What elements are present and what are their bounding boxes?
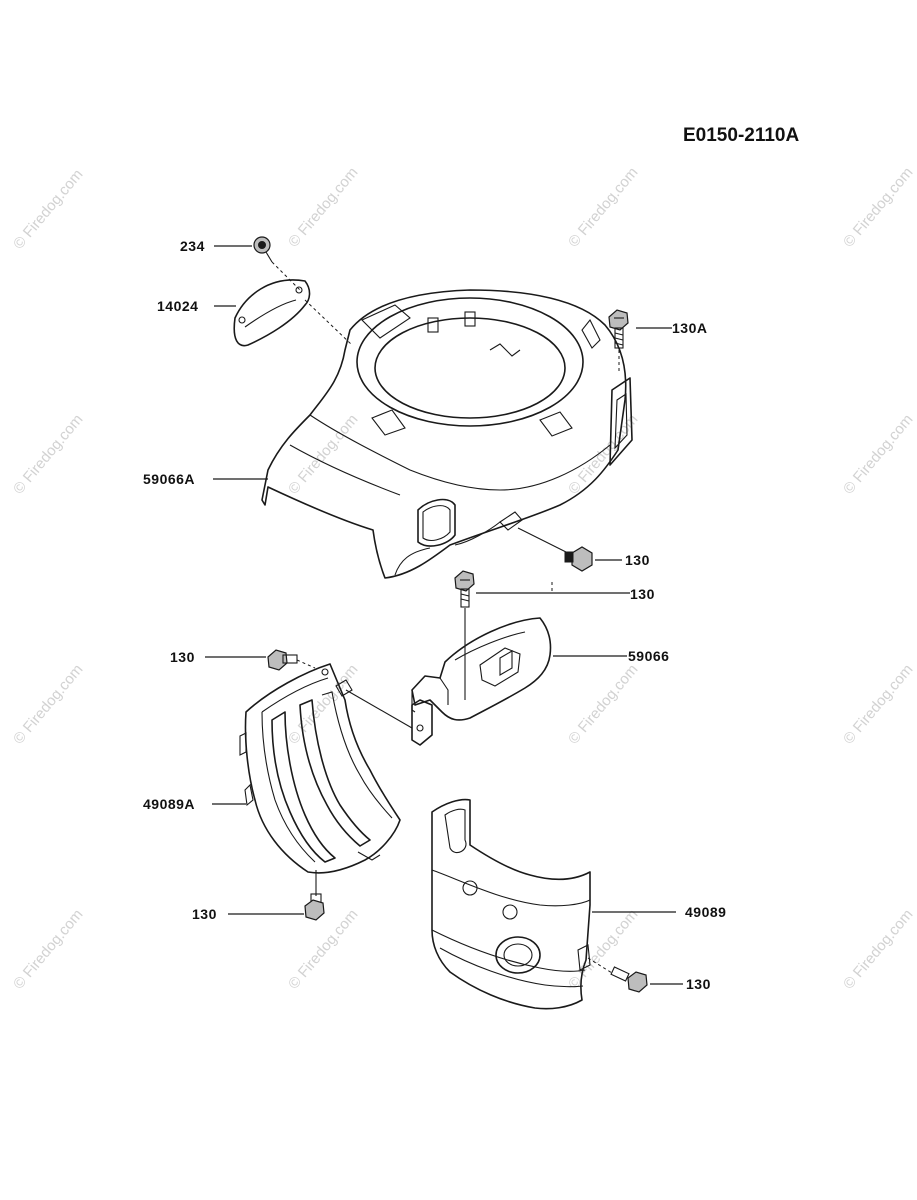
bracket-59066 — [411, 617, 552, 746]
fan-housing-59066A — [261, 289, 633, 579]
callout-234: 234 — [180, 238, 205, 254]
watermark-5: © Firedog.com — [10, 411, 86, 497]
watermark-12: © Firedog.com — [840, 661, 916, 747]
screw-234 — [253, 236, 301, 291]
screw-130-fan — [517, 527, 593, 572]
watermark-3: © Firedog.com — [565, 164, 641, 250]
watermark-7: © Firedog.com — [565, 411, 641, 497]
diagram-code: E0150-2110A — [683, 125, 799, 146]
callout-130-left-bottom: 130 — [192, 906, 217, 922]
watermark-11: © Firedog.com — [565, 661, 641, 747]
callout-130A: 130A — [672, 320, 707, 336]
watermark-8: © Firedog.com — [840, 411, 916, 497]
watermark-2: © Firedog.com — [285, 164, 361, 250]
callout-130-fan: 130 — [625, 552, 650, 568]
plate-14024 — [233, 279, 311, 347]
assembly-line-plate — [304, 299, 353, 346]
cylinder-cover-49089A — [239, 663, 413, 874]
callout-130-bracket: 130 — [630, 586, 655, 602]
bolt-130-right-bottom — [587, 957, 648, 993]
callout-130-right-bottom: 130 — [686, 976, 711, 992]
watermark-1: © Firedog.com — [10, 166, 86, 252]
bolt-130-left-bottom — [304, 870, 325, 921]
cylinder-cover-49089 — [431, 798, 591, 1010]
watermark-9: © Firedog.com — [10, 661, 86, 747]
watermark-4: © Firedog.com — [840, 164, 916, 250]
bolt-130A — [608, 309, 629, 372]
watermark-6: © Firedog.com — [285, 411, 361, 497]
watermark-14: © Firedog.com — [285, 906, 361, 992]
callout-59066: 59066 — [628, 648, 669, 664]
watermark-13: © Firedog.com — [10, 906, 86, 992]
callout-130-left-top: 130 — [170, 649, 195, 665]
callout-49089A: 49089A — [143, 796, 195, 812]
callout-59066A: 59066A — [143, 471, 195, 487]
callout-14024: 14024 — [157, 298, 198, 314]
bolt-130-left-top — [267, 649, 316, 671]
callout-49089: 49089 — [685, 904, 726, 920]
watermark-16: © Firedog.com — [840, 906, 916, 992]
